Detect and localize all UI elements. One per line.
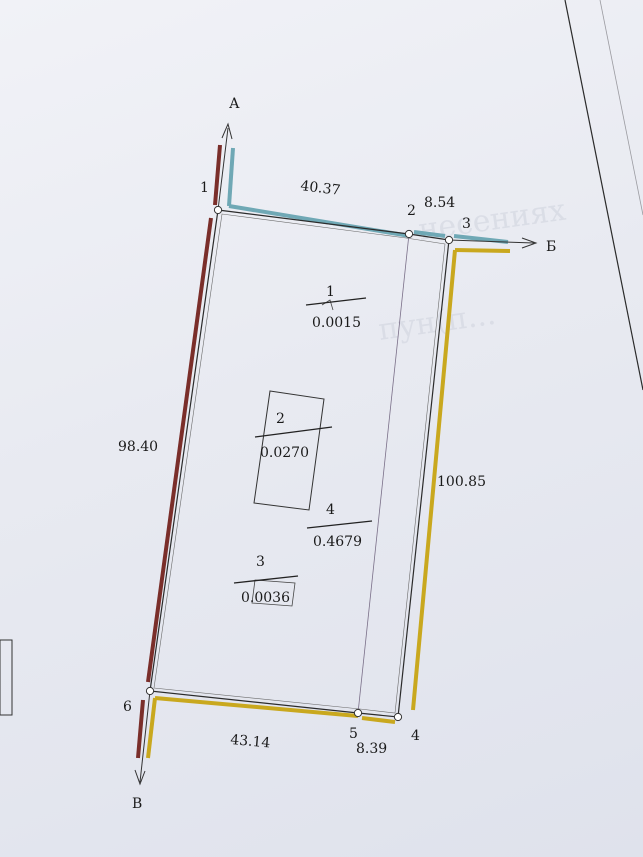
neighbor-boundaries bbox=[136, 144, 511, 759]
direction-label-south: В bbox=[132, 796, 142, 812]
side-length-6-1: 98.40 bbox=[118, 439, 158, 455]
fraction-bar-2 bbox=[254, 426, 333, 438]
neighbor-strip-west-bottom bbox=[136, 699, 145, 759]
neighbor-strip-east-top bbox=[454, 248, 511, 253]
vertex-marker-3 bbox=[444, 235, 454, 245]
vertex-label-3: 3 bbox=[462, 216, 471, 232]
parcel-number-3: 3 bbox=[256, 554, 265, 570]
neighbor-strip-south-2 bbox=[361, 716, 396, 724]
parcel-label-1: 1 0.0015 bbox=[305, 284, 367, 331]
parcel-area-4: 0.4679 bbox=[313, 534, 362, 550]
arrow-north-head bbox=[221, 122, 233, 140]
neighbor-strip-north-vert bbox=[227, 147, 235, 207]
arrow-north-line bbox=[217, 127, 229, 211]
side-length-3-4: 100.85 bbox=[437, 474, 486, 490]
direction-arrows bbox=[134, 122, 538, 786]
vertex-marker-6 bbox=[145, 686, 155, 696]
arrow-east-line bbox=[448, 239, 535, 244]
vertex-marker-4 bbox=[393, 712, 403, 722]
side-length-5-6: 43.14 bbox=[230, 732, 271, 751]
parcel-area-3: 0.0036 bbox=[241, 590, 290, 606]
vertex-marker-1 bbox=[213, 205, 223, 215]
arrow-south-head bbox=[134, 769, 146, 786]
fraction-bar-4 bbox=[306, 520, 373, 529]
divider-2-5 bbox=[357, 233, 410, 714]
parcel-area-2: 0.0270 bbox=[260, 445, 309, 461]
neighbor-strip-south-vert bbox=[146, 697, 157, 759]
parcel-area-1: 0.0015 bbox=[312, 315, 361, 331]
vertex-label-6: 6 bbox=[123, 699, 132, 715]
neighbor-strip-north-2 bbox=[413, 230, 446, 238]
plot-boundary-inner bbox=[153, 213, 446, 714]
neighbor-strip-north-3 bbox=[453, 234, 509, 244]
parcel-label-2: 2 0.0270 bbox=[254, 411, 333, 461]
side-length-1-2: 40.37 bbox=[300, 178, 342, 199]
structure-footprint bbox=[251, 579, 296, 607]
building-footprint bbox=[253, 390, 325, 511]
side-length-2-3: 8.54 bbox=[424, 195, 455, 211]
sheet-edge-line-faint bbox=[599, 0, 643, 216]
parcel-number-2: 2 bbox=[276, 411, 285, 427]
vertex-label-1: 1 bbox=[200, 180, 209, 196]
plot-boundary bbox=[149, 209, 450, 718]
vertex-markers bbox=[145, 205, 454, 722]
fraction-bar-1 bbox=[305, 297, 367, 306]
arrow-east-head bbox=[521, 237, 538, 249]
vertex-marker-5 bbox=[353, 708, 363, 718]
neighbor-strip-south bbox=[154, 696, 359, 718]
direction-label-east: Б bbox=[546, 239, 556, 255]
neighbor-strip-north bbox=[228, 204, 411, 238]
parcel-number-4: 4 bbox=[326, 502, 335, 518]
direction-label-north: А bbox=[229, 96, 240, 112]
parcel-label-4: 4 0.4679 bbox=[306, 502, 373, 550]
parcel-number-1: 1 bbox=[326, 284, 335, 300]
arrow-south-line bbox=[139, 690, 151, 783]
adjacent-frame bbox=[0, 639, 13, 716]
vertex-label-2: 2 bbox=[407, 203, 416, 219]
side-length-4-5: 8.39 bbox=[356, 741, 387, 757]
vertex-label-4: 4 bbox=[411, 728, 420, 744]
sheet-edge-line bbox=[564, 0, 643, 391]
neighbor-strip-west-top bbox=[213, 144, 222, 206]
neighbor-strip-east bbox=[411, 249, 457, 711]
neighbor-strip-west bbox=[146, 217, 213, 683]
fraction-bar-3 bbox=[233, 575, 299, 584]
parcel-label-3: 3 0.0036 bbox=[233, 554, 299, 606]
vertex-label-5: 5 bbox=[349, 726, 358, 742]
show-through-text-2: пун(п... bbox=[376, 297, 498, 348]
vertex-marker-2 bbox=[404, 229, 414, 239]
